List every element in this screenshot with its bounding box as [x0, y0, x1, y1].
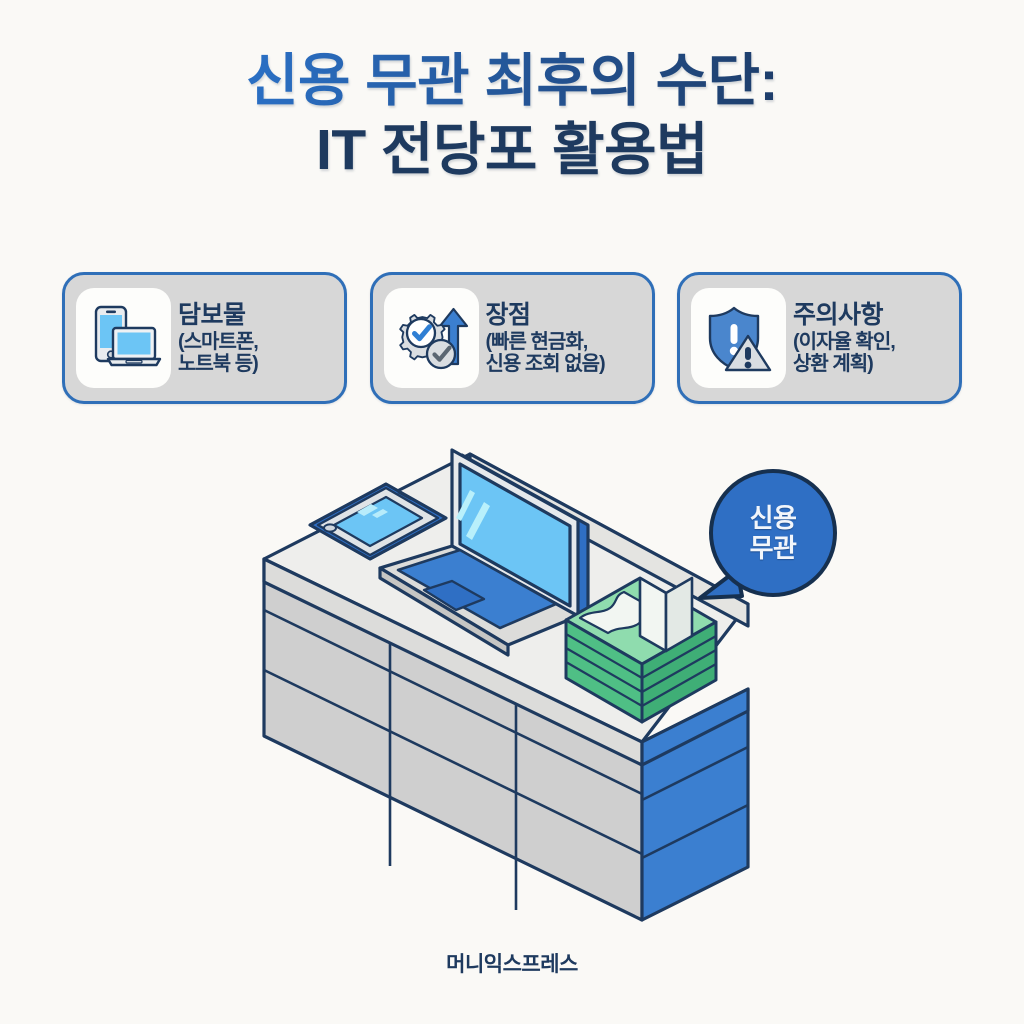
icon-tile-cautions [691, 288, 786, 388]
card-title-collateral: 담보물 [178, 300, 246, 329]
info-card-collateral[interactable]: 담보물 (스마트폰, 노트북 등) [62, 272, 347, 404]
speech-bubble-line1: 신용 [749, 502, 797, 533]
title-line-2: IT 전당포 활용법 [316, 117, 708, 182]
card-sub-line1: (빠른 현금화, [485, 330, 589, 353]
card-title-benefits: 장점 [485, 300, 532, 329]
icon-tile-collateral [76, 288, 171, 388]
card-text-cautions: 주의사항 (이자율 확인, 상환 계획) [793, 300, 896, 376]
card-sub-line1: (이자율 확인, [793, 330, 896, 353]
info-cards-row: 담보물 (스마트폰, 노트북 등) [62, 272, 962, 404]
card-title-cautions: 주의사항 [793, 300, 884, 329]
card-sub-line2: 노트북 등) [178, 353, 259, 375]
smartphone-on-counter [308, 482, 448, 561]
card-sub-benefits: (빠른 현금화, 신용 조회 없음) [485, 330, 606, 376]
card-text-benefits: 장점 (빠른 현금화, 신용 조회 없음) [485, 300, 606, 376]
speech-bubble-credit-free: 신용 무관 [709, 469, 837, 597]
pawnshop-scene-svg [262, 448, 750, 922]
card-sub-line1: (스마트폰, [178, 330, 259, 353]
cash-stack [564, 576, 718, 724]
info-card-cautions[interactable]: 주의사항 (이자율 확인, 상환 계획) [677, 272, 962, 404]
card-sub-collateral: (스마트폰, 노트북 등) [178, 330, 259, 376]
title-line-1: 신용 무관 최후의 수단: [0, 52, 1024, 111]
isometric-illustration [0, 430, 1024, 930]
card-sub-line2: 상환 계획) [793, 353, 874, 375]
speech-bubble-line2: 무관 [749, 533, 797, 563]
card-sub-cautions: (이자율 확인, 상환 계획) [793, 330, 896, 376]
info-card-benefits[interactable]: 장점 (빠른 현금화, 신용 조회 없음) [369, 272, 655, 404]
card-sub-line2: 신용 조회 없음) [485, 353, 606, 375]
footer-brand: 머니익스프레스 [446, 953, 578, 976]
icon-tile-benefits [383, 288, 479, 388]
gear-check-arrow-icon [399, 307, 469, 370]
title-block: 신용 무관 최후의 수단: IT 전당포 활용법 [0, 52, 1024, 179]
card-text-collateral: 담보물 (스마트폰, 노트북 등) [178, 300, 259, 376]
smartphone-laptop-icon [94, 305, 161, 367]
shield-warning-icon [708, 306, 771, 372]
